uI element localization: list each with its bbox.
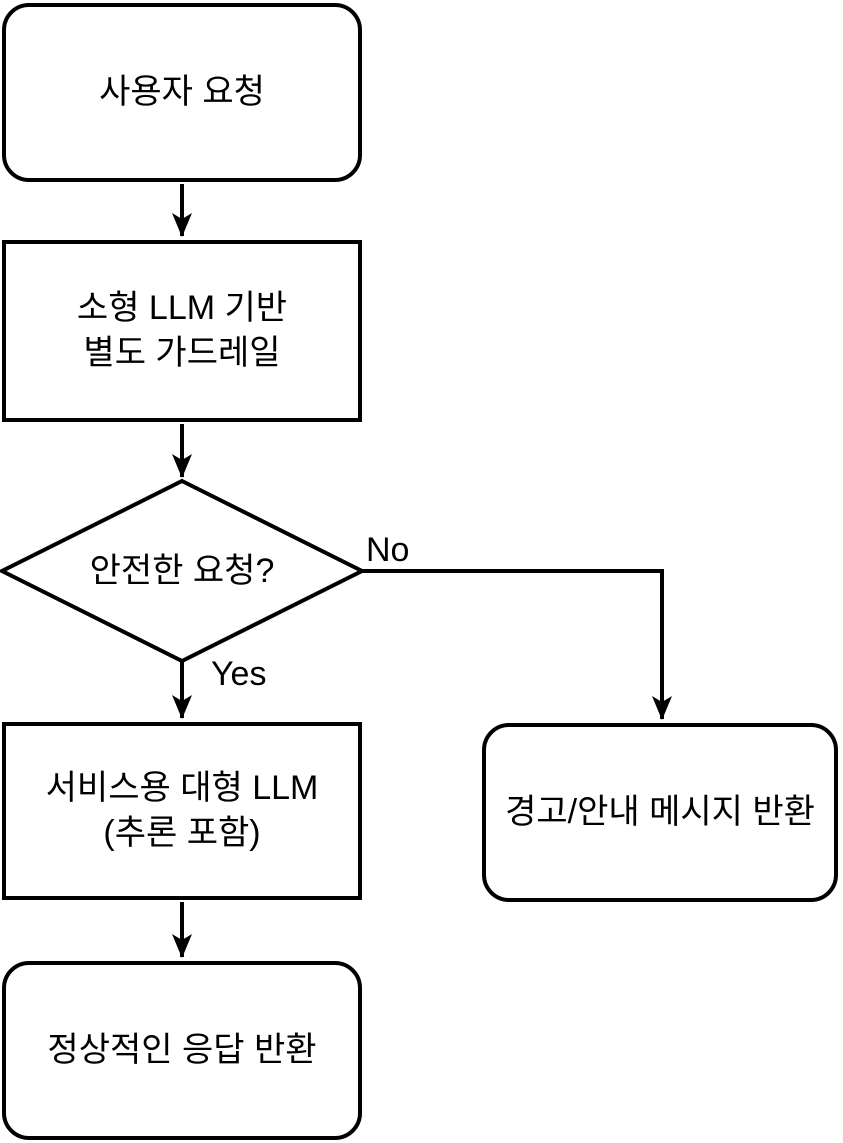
node-user-request: 사용자 요청 (2, 3, 362, 182)
node-user-request-label: 사용자 요청 (99, 73, 265, 112)
node-safe-decision: 안전한 요청? (2, 481, 362, 661)
node-service-llm-label: 서비스용 대형 LLM (추론 포함) (45, 769, 319, 852)
node-guardrail: 소형 LLM 기반 별도 가드레일 (2, 240, 362, 422)
node-guardrail-label: 소형 LLM 기반 별도 가드레일 (76, 289, 288, 372)
node-warning-return-label: 경고/안내 메시지 반환 (505, 793, 815, 832)
edge-decision-no-to-warning (362, 569, 672, 720)
node-service-llm: 서비스용 대형 LLM (추론 포함) (2, 722, 362, 900)
node-warning-return: 경고/안내 메시지 반환 (482, 723, 838, 902)
edge-label-yes: Yes (211, 655, 267, 694)
node-safe-decision-label: 안전한 요청? (89, 551, 275, 590)
node-normal-return: 정상적인 응답 반환 (2, 961, 362, 1140)
edge-label-no: No (366, 531, 410, 570)
node-normal-return-label: 정상적인 응답 반환 (47, 1031, 317, 1070)
